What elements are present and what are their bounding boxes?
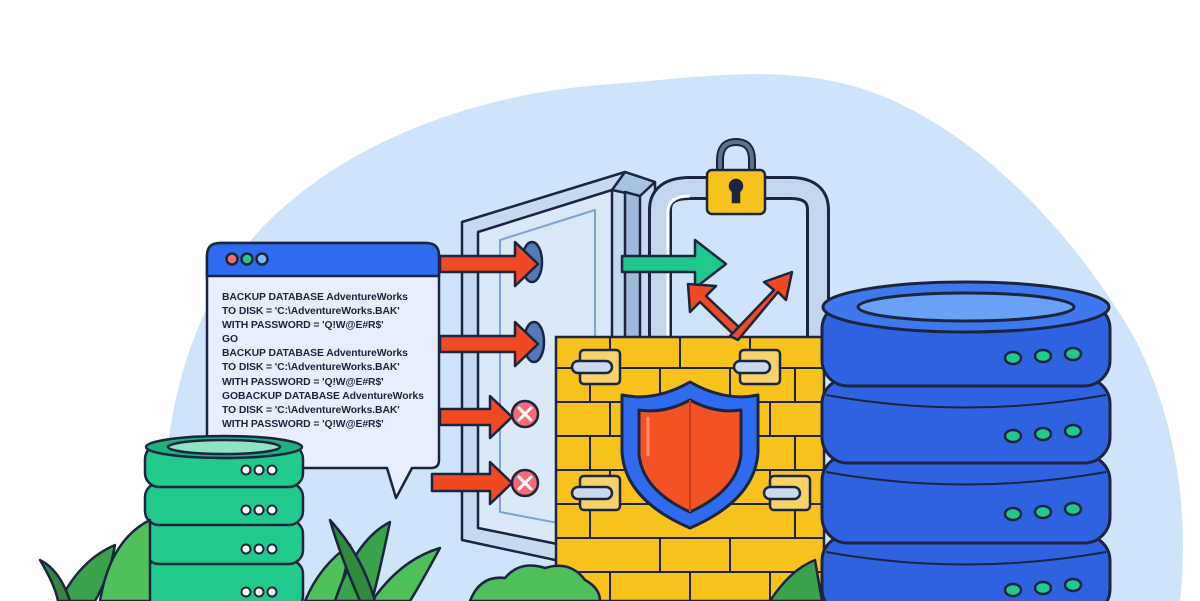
code-line: TO DISK = 'C:\AdventureWorks.BAK' bbox=[222, 404, 400, 416]
red-dot bbox=[225, 252, 239, 266]
padlock-icon bbox=[705, 137, 767, 216]
code-line: TO DISK = 'C:\AdventureWorks.BAK' bbox=[222, 362, 400, 374]
shield-icon bbox=[620, 380, 760, 530]
plant-icon bbox=[38, 518, 824, 601]
database-icon bbox=[820, 280, 1112, 601]
reject-x-icon bbox=[510, 399, 540, 498]
code-line: BACKUP DATABASE AdventureWorks bbox=[222, 292, 408, 303]
arrow-icon bbox=[430, 238, 794, 506]
code-line: GOBACKUP DATABASE AdventureWorks bbox=[222, 390, 424, 402]
code-line: WITH PASSWORD = 'Q!W@E#R$' bbox=[222, 376, 384, 388]
code-line: GO bbox=[222, 334, 238, 346]
database-icon bbox=[143, 434, 305, 601]
green-dot bbox=[240, 252, 254, 266]
code-line: WITH PASSWORD = 'Q!W@E#R$' bbox=[222, 320, 384, 332]
code-line: BACKUP DATABASE AdventureWorks bbox=[222, 348, 408, 360]
code-text: BACKUP DATABASE AdventureWorks TO DISK =… bbox=[222, 291, 437, 432]
blue-dot bbox=[255, 252, 269, 266]
latch-icon bbox=[570, 348, 812, 512]
code-line: WITH PASSWORD = 'Q!W@E#R$' bbox=[222, 418, 384, 430]
code-line: TO DISK = 'C:\AdventureWorks.BAK' bbox=[222, 306, 400, 318]
